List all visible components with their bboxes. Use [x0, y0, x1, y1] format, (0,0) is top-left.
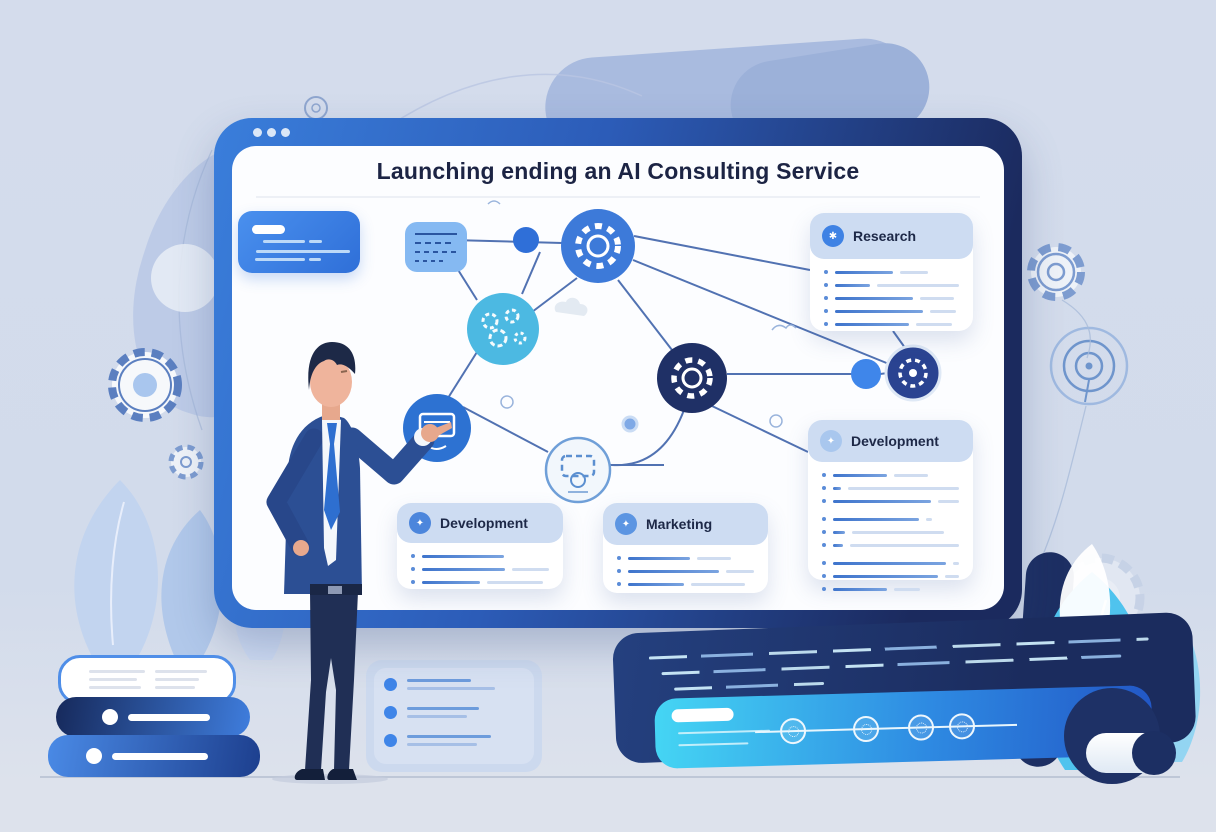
shoe-icon — [294, 769, 325, 780]
tie — [324, 423, 340, 530]
note-line — [256, 250, 350, 253]
ground-line — [40, 776, 1180, 778]
sparkle-icon: ✱ — [822, 225, 844, 247]
research-card-header: ✱ Research — [810, 213, 973, 259]
scroll-end-cap — [1132, 731, 1176, 775]
tiny-doodles — [487, 200, 797, 428]
placeholder-line-row — [822, 486, 959, 490]
gear-node-navy-icon — [657, 343, 727, 413]
cloud-icon — [554, 297, 588, 316]
research-card-title: Research — [853, 228, 917, 244]
network-node-teal-icon — [467, 293, 539, 365]
development-card-right-title: Development — [851, 433, 939, 449]
marketing-card: ✦ Marketing — [603, 503, 768, 593]
gear-doodle-small-icon — [168, 444, 204, 480]
placeholder-line-row — [824, 296, 959, 300]
notes-panel — [366, 660, 542, 772]
belt-buckle — [328, 586, 342, 594]
hand — [293, 540, 309, 556]
placeholder-line-row — [822, 499, 959, 503]
raised-arm — [341, 427, 435, 485]
marketing-card-header: ✦ Marketing — [603, 503, 768, 545]
gear-icon: ✦ — [820, 430, 842, 452]
note-card — [238, 211, 360, 273]
development-card-bottom-title: Development — [440, 515, 528, 531]
placeholder-line-row — [822, 574, 959, 578]
research-card: ✱ Research — [810, 213, 973, 331]
dot-node — [513, 227, 539, 253]
faded-circle-doodle — [151, 244, 219, 312]
placeholder-line-row — [411, 580, 549, 584]
marketing-card-title: Marketing — [646, 516, 713, 532]
placeholder-line-row — [824, 283, 959, 287]
dot-node-right — [851, 359, 881, 389]
development-card-right-header: ✦ Development — [808, 420, 973, 462]
presentation-screen: Launching ending an AI Consulting Servic… — [232, 146, 1004, 610]
note-line — [309, 240, 322, 243]
placeholder-line-row — [822, 561, 959, 565]
research-card-list — [810, 259, 973, 343]
marketing-card-list — [603, 545, 768, 603]
calendar-node-icon — [405, 222, 467, 272]
placeholder-line-row — [617, 582, 754, 586]
placeholder-line-row — [411, 567, 549, 571]
outline-doodle-node-icon — [544, 436, 612, 504]
placeholder-line-row — [822, 473, 959, 477]
placeholder-line-row — [617, 556, 754, 560]
note-line — [255, 258, 305, 261]
window-dot — [281, 128, 290, 137]
placeholder-line-row — [824, 309, 959, 313]
note-line — [263, 240, 305, 243]
window-dot — [267, 128, 276, 137]
eyebrow — [340, 370, 348, 373]
head — [310, 357, 352, 407]
note-row — [384, 678, 495, 691]
pants — [305, 592, 358, 770]
placeholder-line-row — [824, 322, 959, 326]
note-card-heading-bar — [252, 225, 285, 234]
window-dot — [253, 128, 262, 137]
placeholder-line-row — [824, 270, 959, 274]
gear-doodle-icon — [108, 348, 182, 422]
akimbo-arm — [266, 428, 324, 556]
note-row — [384, 734, 491, 747]
hair — [308, 342, 356, 390]
development-card-bottom: ✦ Development — [397, 503, 563, 589]
globe-icon: ✦ — [615, 513, 637, 535]
shoe-icon — [327, 769, 357, 780]
bullet-icon — [384, 734, 397, 747]
bullet-icon — [384, 678, 397, 691]
clock-node-navy-icon — [884, 344, 942, 402]
gear-doodle-right-icon — [1027, 243, 1085, 301]
placeholder-line-row — [822, 517, 959, 521]
placeholder-line-row — [617, 569, 754, 573]
placeholder-line-row — [822, 543, 959, 547]
placeholder-line-row — [822, 587, 959, 591]
development-card-right-list — [808, 462, 973, 608]
title-divider — [256, 196, 980, 198]
development-card-bottom-header: ✦ Development — [397, 503, 563, 543]
note-row — [384, 706, 479, 719]
development-card-right: ✦ Development — [808, 420, 973, 591]
note-line — [309, 258, 321, 261]
chip-icon: ✦ — [409, 512, 431, 534]
pointing-finger — [433, 422, 452, 437]
development-card-bottom-list — [397, 543, 563, 601]
placeholder-line-row — [411, 554, 549, 558]
book-navy — [56, 697, 250, 737]
gear-node-blue-icon — [561, 209, 635, 283]
bullet-icon — [384, 706, 397, 719]
placeholder-line-row — [822, 530, 959, 534]
book-blue — [48, 735, 260, 777]
page-title: Launching ending an AI Consulting Servic… — [376, 158, 860, 184]
tiny-dot-node — [621, 415, 639, 433]
